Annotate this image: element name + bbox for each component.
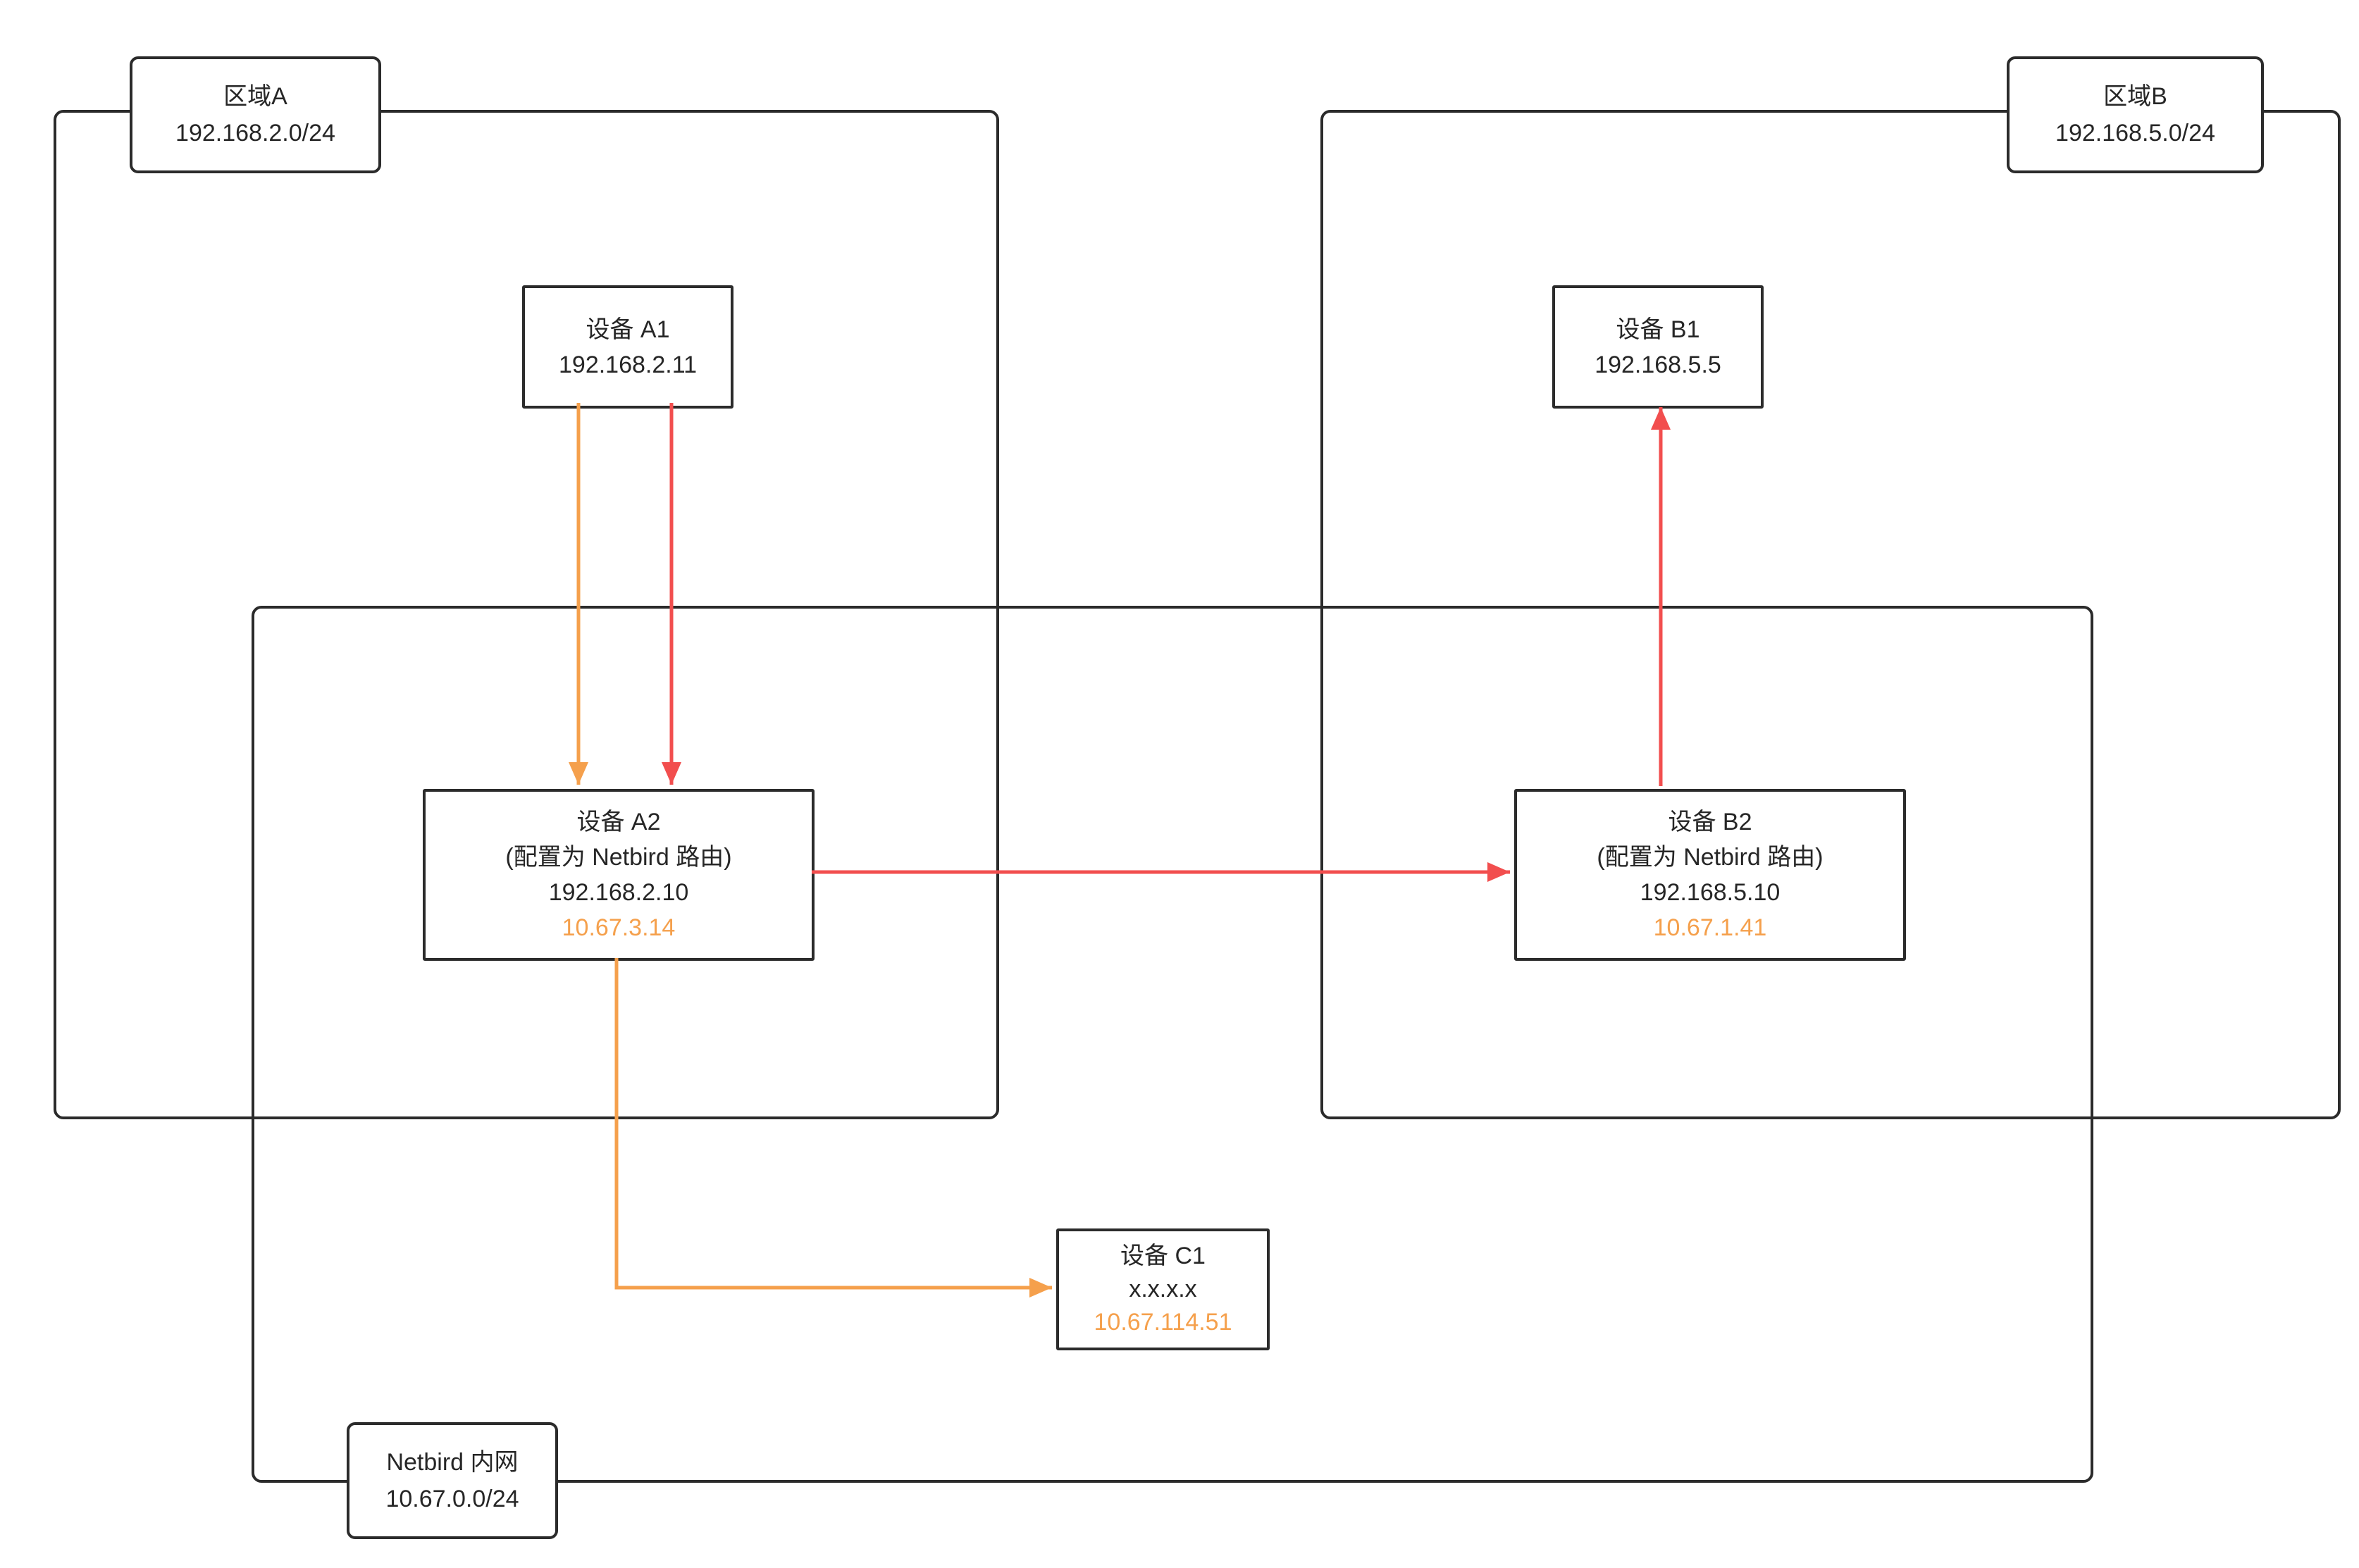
netbird-title: Netbird 内网 <box>386 1449 519 1476</box>
zone-b-subnet: 192.168.5.0/24 <box>2055 120 2215 147</box>
node-device-a1: 设备 A1 192.168.2.11 <box>522 285 733 409</box>
device-b2-netbird-ip: 10.67.1.41 <box>1653 914 1767 941</box>
device-b2-ip: 192.168.5.10 <box>1640 879 1781 906</box>
device-a1-ip: 192.168.2.11 <box>559 351 697 378</box>
zone-b-label: 区域B 192.168.5.0/24 <box>2007 56 2264 173</box>
device-a2-ip: 192.168.2.10 <box>548 879 689 906</box>
zone-a-subnet: 192.168.2.0/24 <box>175 120 335 147</box>
device-b1-ip: 192.168.5.5 <box>1595 351 1721 378</box>
node-device-b2: 设备 B2 (配置为 Netbird 路由) 192.168.5.10 10.6… <box>1514 789 1906 961</box>
zone-a-label: 区域A 192.168.2.0/24 <box>130 56 381 173</box>
netbird-subnet: 10.67.0.0/24 <box>385 1486 519 1512</box>
device-b2-role: (配置为 Netbird 路由) <box>1597 844 1824 871</box>
device-a2-netbird-ip: 10.67.3.14 <box>562 914 676 941</box>
device-c1-name: 设备 C1 <box>1120 1243 1206 1269</box>
netbird-zone-label: Netbird 内网 10.67.0.0/24 <box>347 1422 558 1539</box>
device-a1-name: 设备 A1 <box>586 316 670 343</box>
node-device-b1: 设备 B1 192.168.5.5 <box>1552 285 1764 409</box>
device-c1-netbird-ip: 10.67.114.51 <box>1094 1309 1232 1336</box>
node-device-c1: 设备 C1 x.x.x.x 10.67.114.51 <box>1056 1228 1270 1350</box>
netbird-zone-boundary <box>252 606 2093 1483</box>
device-a2-name: 设备 A2 <box>576 809 661 835</box>
device-a2-role: (配置为 Netbird 路由) <box>505 844 732 871</box>
zone-a-boundary <box>54 110 999 1119</box>
node-device-a2: 设备 A2 (配置为 Netbird 路由) 192.168.2.10 10.6… <box>423 789 815 961</box>
zone-b-title: 区域B <box>2103 83 2167 110</box>
device-c1-ip: x.x.x.x <box>1129 1276 1197 1302</box>
device-b2-name: 设备 B2 <box>1668 809 1752 835</box>
zone-a-title: 区域A <box>223 83 287 110</box>
device-b1-name: 设备 B1 <box>1616 316 1700 343</box>
zone-b-boundary <box>1320 110 2341 1119</box>
